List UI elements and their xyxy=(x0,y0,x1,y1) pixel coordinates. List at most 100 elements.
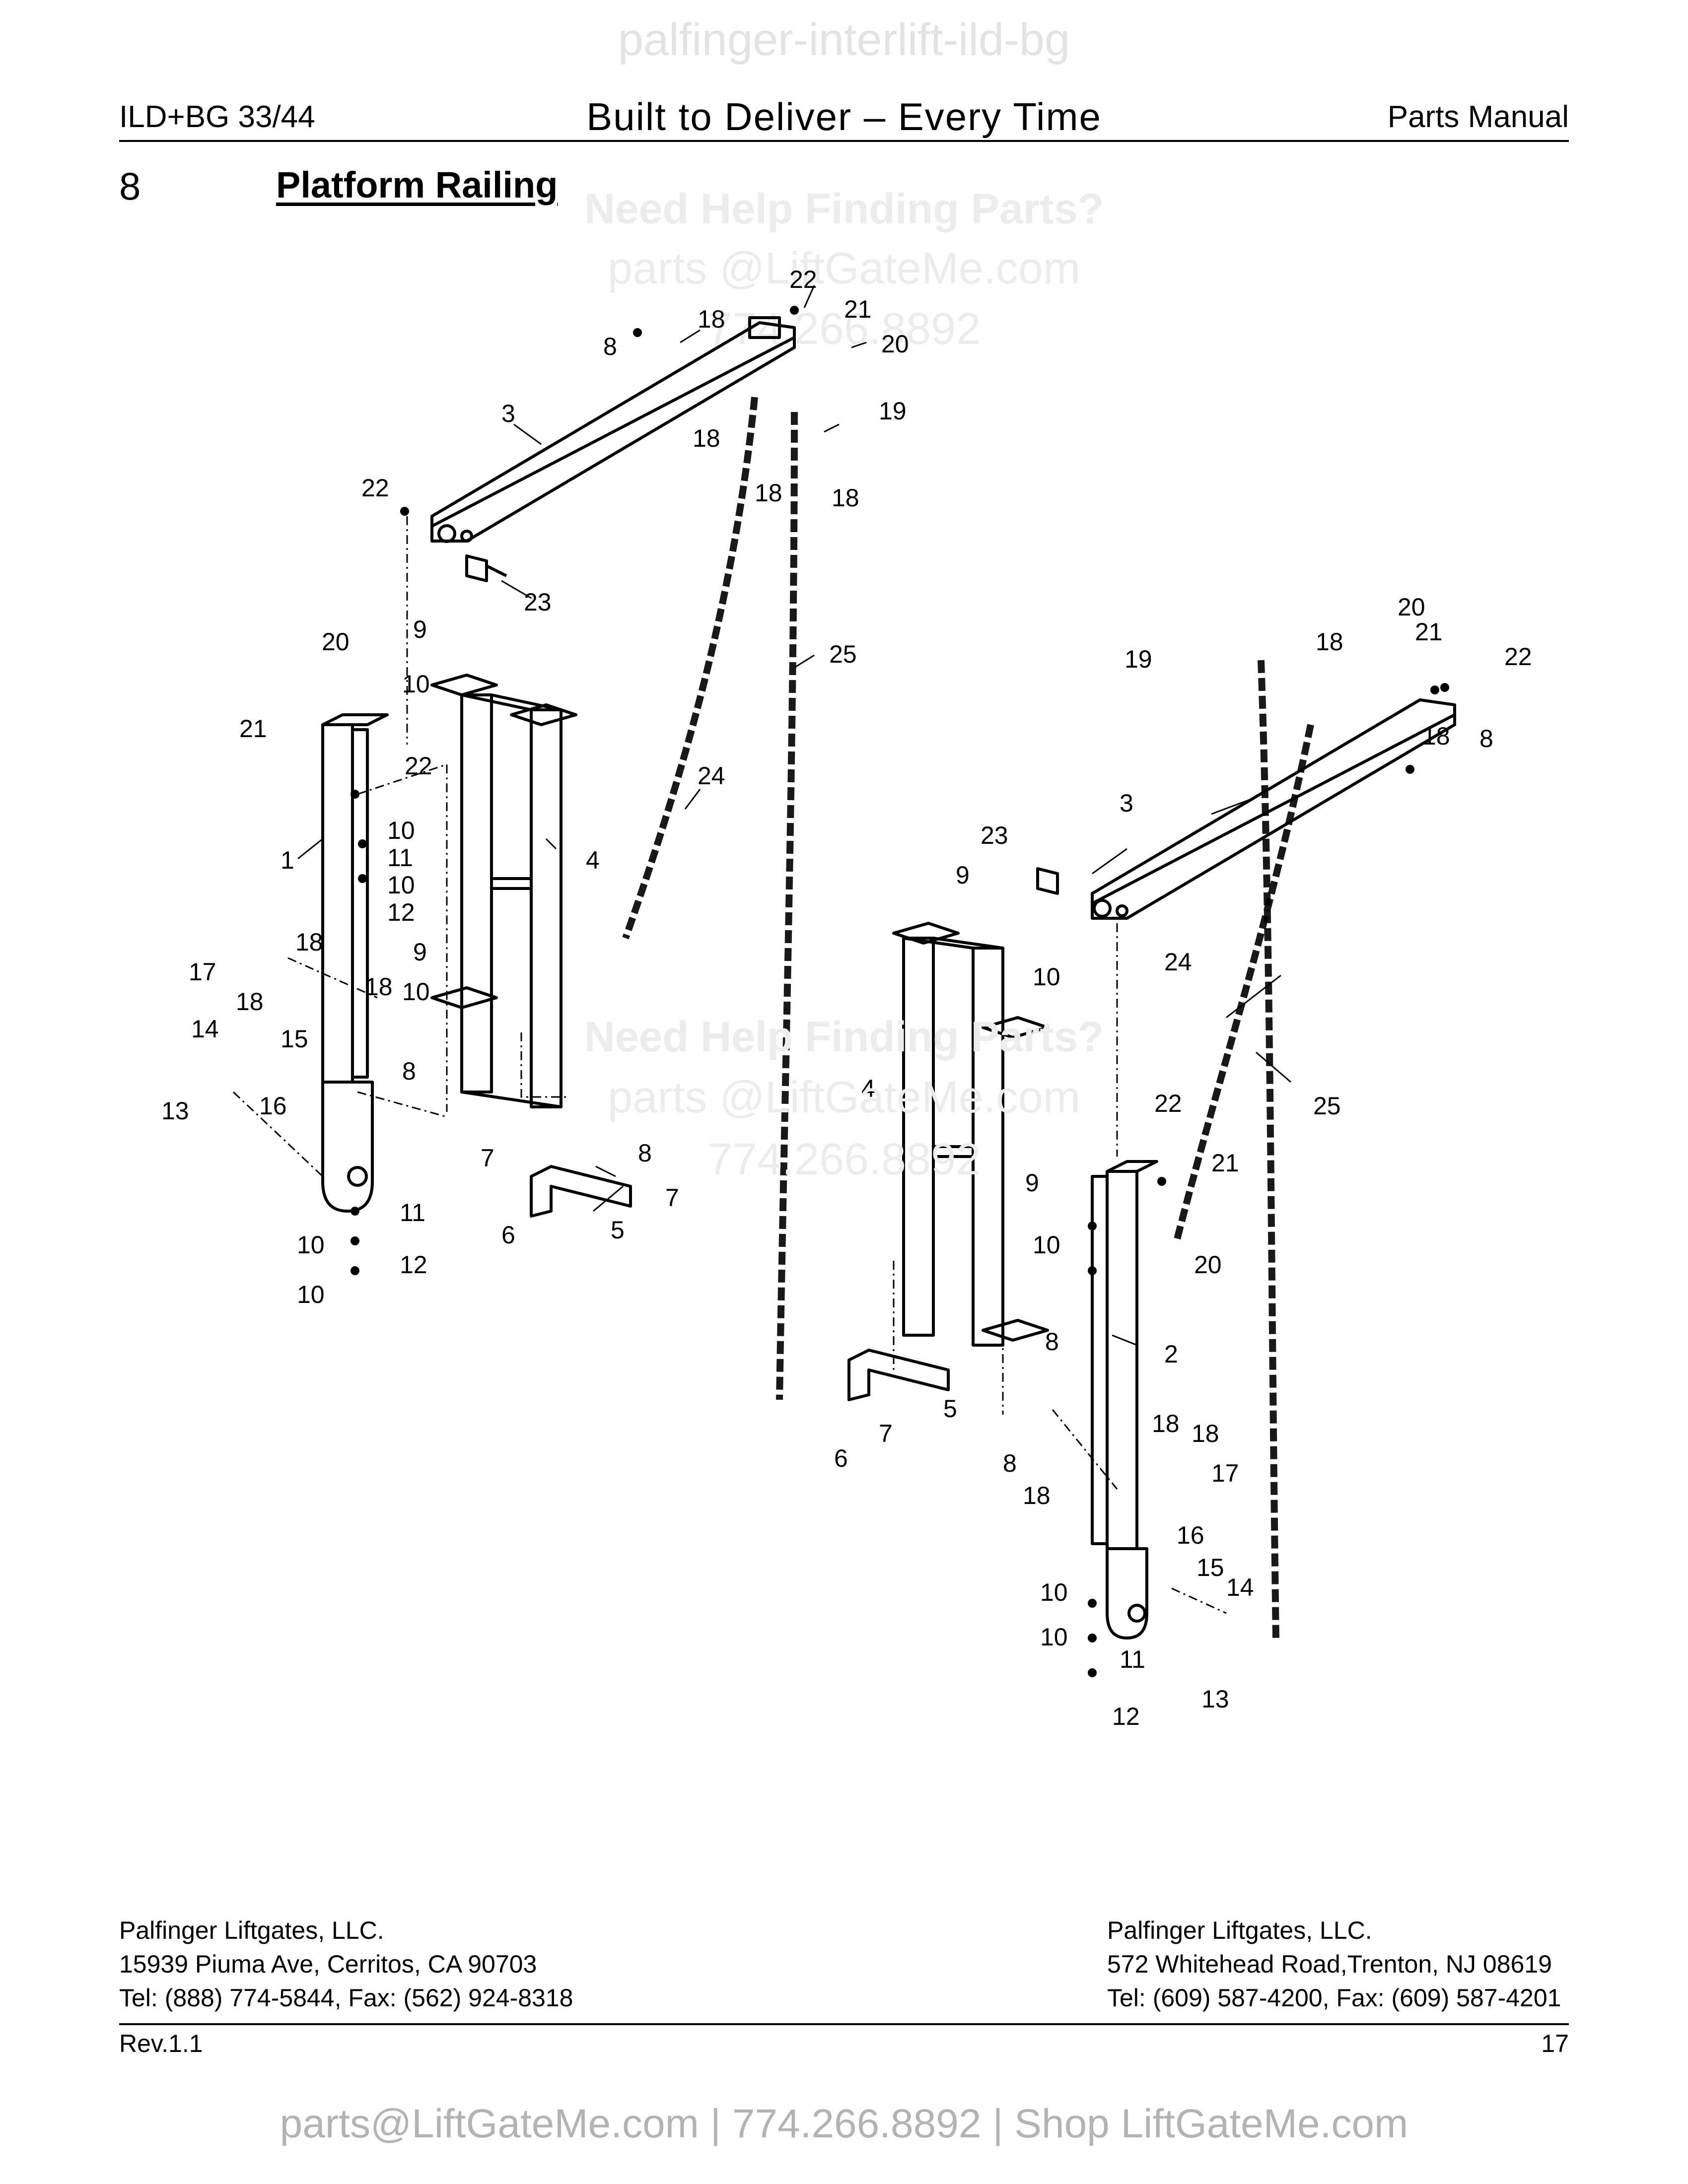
callout-10: 10 xyxy=(297,1281,325,1308)
callout-22: 22 xyxy=(789,266,817,293)
footer-west-street: 15939 Piuma Ave, Cerritos, CA 90703 xyxy=(119,1950,537,1978)
right-frame-part-4 xyxy=(892,922,1049,1347)
callout-2: 2 xyxy=(1164,1340,1178,1368)
section-number: 8 xyxy=(119,164,141,208)
left-chain-part-25 xyxy=(776,411,798,1400)
page-number: 17 xyxy=(1541,2030,1569,2057)
watermark-help-heading: Need Help Finding Parts? xyxy=(584,185,1104,233)
left-pin-part-23 xyxy=(465,554,507,582)
watermark-help-heading-2: Need Help Finding Parts? xyxy=(584,1013,1104,1061)
callout-5: 5 xyxy=(611,1216,625,1244)
callout-18: 18 xyxy=(236,988,264,1016)
callout-23: 23 xyxy=(981,821,1008,849)
callout-18: 18 xyxy=(295,928,323,956)
watermark-help-email: parts @LiftGateMe.com xyxy=(608,244,1080,293)
callout-18: 18 xyxy=(1316,628,1343,656)
callout-10: 10 xyxy=(1040,1578,1068,1606)
callout-15: 15 xyxy=(1196,1554,1224,1581)
footer-east-phone: Tel: (609) 587-4200, Fax: (609) 587-4201 xyxy=(1107,1984,1561,2012)
callout-21: 21 xyxy=(844,295,872,323)
callout-19: 19 xyxy=(1125,645,1152,673)
callout-23: 23 xyxy=(524,588,552,616)
watermark-top: palfinger-interlift-ild-bg xyxy=(618,14,1070,65)
callout-8: 8 xyxy=(402,1057,416,1085)
footer-west-phone: Tel: (888) 774-5844, Fax: (562) 924-8318 xyxy=(119,1984,573,2012)
callout-7: 7 xyxy=(879,1420,893,1447)
right-chain-part-25 xyxy=(1258,660,1279,1638)
left-chain-part-24 xyxy=(622,397,758,940)
watermark-help-phone-2: 774.266.8892 xyxy=(707,1135,981,1184)
callout-18: 18 xyxy=(365,973,393,1001)
footer-west-company: Palfinger Liftgates, LLC. xyxy=(119,1916,384,1944)
callout-21: 21 xyxy=(239,715,267,743)
callout-25: 25 xyxy=(829,640,857,668)
callout-4: 4 xyxy=(861,1075,875,1102)
callout-21: 21 xyxy=(1415,618,1443,646)
callout-8: 8 xyxy=(1003,1449,1017,1477)
callout-3: 3 xyxy=(1120,789,1133,817)
callout-15: 15 xyxy=(281,1025,308,1053)
callout-18: 18 xyxy=(693,424,720,452)
callout-10: 10 xyxy=(402,978,430,1006)
callout-11: 11 xyxy=(387,844,413,872)
callout-10: 10 xyxy=(387,871,415,899)
callout-17: 17 xyxy=(189,958,216,986)
callout-21: 21 xyxy=(1211,1149,1239,1177)
callout-12: 12 xyxy=(400,1251,427,1279)
callout-18: 18 xyxy=(1192,1420,1219,1447)
callout-4: 4 xyxy=(586,846,600,874)
callout-17: 17 xyxy=(1211,1459,1239,1487)
callout-8: 8 xyxy=(638,1139,652,1167)
callout-25: 25 xyxy=(1313,1092,1341,1120)
callout-9: 9 xyxy=(413,615,427,643)
header-manual-type: Parts Manual xyxy=(1387,100,1569,134)
footer-west-address: Palfinger Liftgates, LLC. 15939 Piuma Av… xyxy=(119,1913,573,2015)
exploded-parts-diagram: 22 21 20 18 8 3 19 18 18 18 22 23 9 25 2… xyxy=(161,266,1532,1730)
callout-10: 10 xyxy=(1033,963,1060,991)
callout-18: 18 xyxy=(698,305,725,333)
callout-13: 13 xyxy=(161,1097,189,1125)
callout-22: 22 xyxy=(405,752,432,780)
callout-14: 14 xyxy=(1226,1573,1254,1601)
callout-12: 12 xyxy=(1112,1703,1140,1730)
watermark-help-phone: 774.266.8892 xyxy=(707,304,981,354)
left-post-part-1 xyxy=(321,713,389,1213)
callout-5: 5 xyxy=(943,1395,957,1423)
right-chain-part-24 xyxy=(1173,724,1314,1242)
callout-16: 16 xyxy=(259,1092,287,1120)
callout-18: 18 xyxy=(1152,1410,1180,1437)
callout-1: 1 xyxy=(281,846,294,874)
callout-6: 6 xyxy=(501,1221,515,1249)
footer-east-company: Palfinger Liftgates, LLC. xyxy=(1107,1916,1372,1944)
callout-19: 19 xyxy=(879,397,907,425)
callout-24: 24 xyxy=(698,762,725,790)
callout-10: 10 xyxy=(297,1231,325,1259)
callout-8: 8 xyxy=(1045,1328,1059,1356)
left-frame-part-4 xyxy=(430,674,577,1108)
callout-11: 11 xyxy=(400,1199,425,1227)
callout-22: 22 xyxy=(361,474,389,502)
callout-11: 11 xyxy=(1120,1645,1145,1673)
footer-east-street: 572 Whitehead Road,Trenton, NJ 08619 xyxy=(1107,1950,1552,1978)
watermark-help-email-2: parts @LiftGateMe.com xyxy=(608,1073,1080,1122)
callout-20: 20 xyxy=(881,330,909,358)
callout-22: 22 xyxy=(1504,643,1532,671)
revision-label: Rev.1.1 xyxy=(119,2030,203,2057)
right-pin-part-23 xyxy=(1036,867,1059,895)
callout-18: 18 xyxy=(1023,1482,1051,1509)
callout-10: 10 xyxy=(1033,1231,1060,1259)
callout-20: 20 xyxy=(1194,1251,1222,1279)
left-bracket-part-5 xyxy=(530,1165,632,1218)
callout-22: 22 xyxy=(1154,1090,1182,1117)
callout-12: 12 xyxy=(387,898,415,926)
callout-9: 9 xyxy=(956,861,970,889)
callout-10: 10 xyxy=(1040,1623,1068,1651)
callout-13: 13 xyxy=(1201,1685,1229,1713)
callout-14: 14 xyxy=(191,1015,219,1043)
callout-16: 16 xyxy=(1177,1521,1204,1549)
callout-18: 18 xyxy=(832,484,859,512)
header-slogan: Built to Deliver – Every Time xyxy=(586,95,1102,138)
callout-20: 20 xyxy=(322,628,350,656)
callout-18: 18 xyxy=(1422,722,1450,750)
callout-8: 8 xyxy=(603,333,617,360)
